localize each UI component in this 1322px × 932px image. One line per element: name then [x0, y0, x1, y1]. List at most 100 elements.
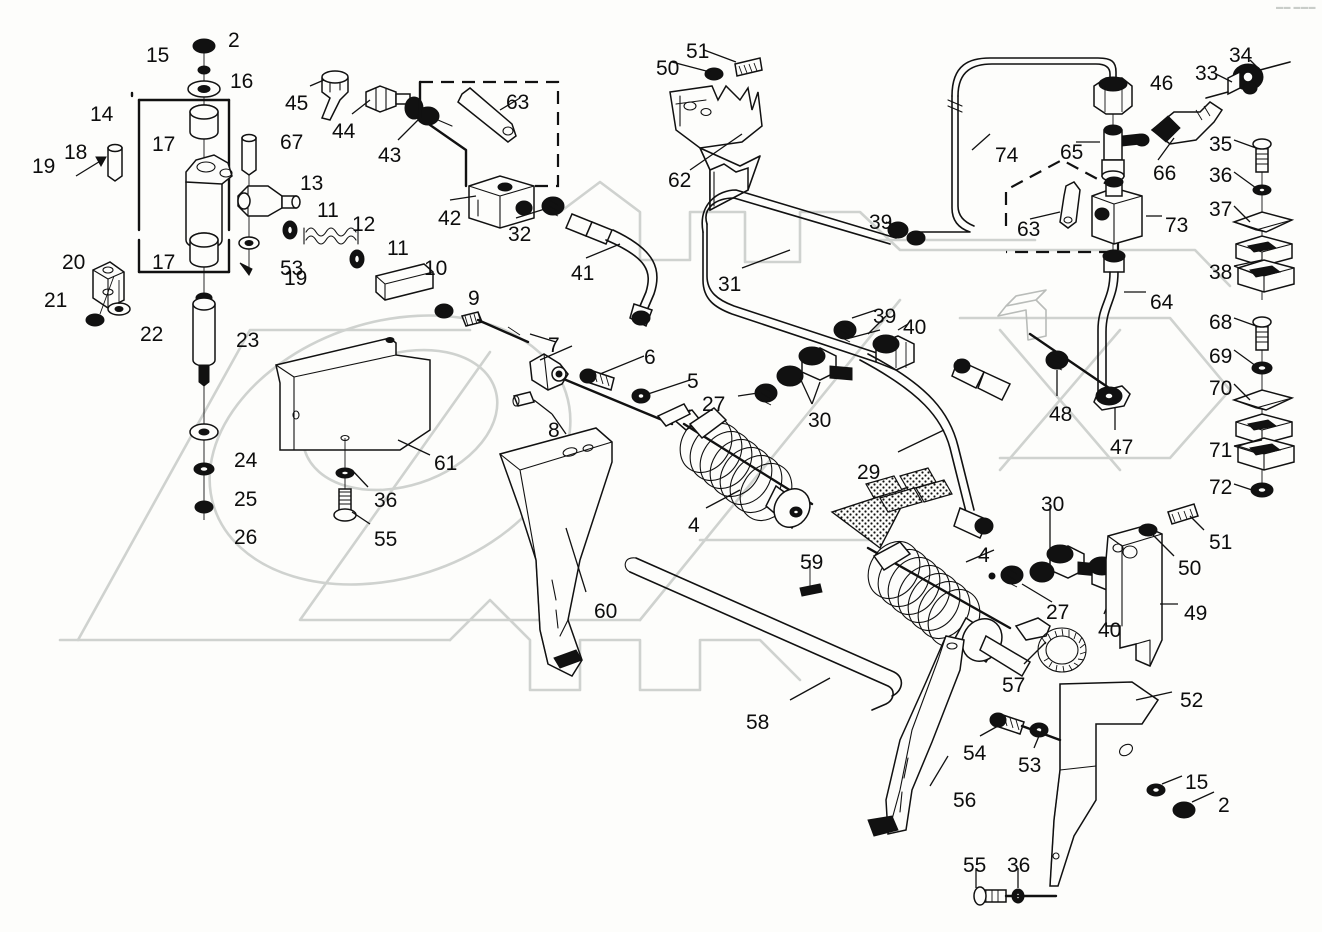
- group-bracket-62: [669, 49, 763, 212]
- callout-22: 22: [140, 323, 164, 346]
- group-tube-74-valve-73: [917, 57, 1224, 393]
- group-stack-68-72: [1231, 316, 1295, 498]
- callout-29: 29: [857, 461, 881, 484]
- callout-74: 74: [995, 144, 1019, 167]
- group-33-34: [1205, 59, 1291, 99]
- callout-30-b: 30: [1041, 493, 1065, 516]
- corner-mark: ▬▬ ▬▬▬: [1276, 4, 1316, 11]
- callout-53-a: 53: [280, 257, 304, 280]
- callout-66: 66: [1153, 162, 1177, 185]
- group-master-cylinder: [75, 38, 454, 520]
- callout-14: 14: [90, 103, 114, 126]
- callout-49: 49: [1184, 602, 1208, 625]
- callout-68: 68: [1209, 311, 1233, 334]
- callout-54: 54: [963, 742, 987, 765]
- group-rod-lower: [866, 506, 1131, 678]
- callout-40-b: 40: [1098, 619, 1122, 642]
- callout-46: 46: [1150, 72, 1174, 95]
- callout-39-a: 39: [869, 211, 893, 234]
- callout-65: 65: [1060, 141, 1084, 164]
- group-guard-61: [275, 337, 431, 525]
- callout-6: 6: [644, 346, 656, 369]
- callout-50-b: 50: [1178, 557, 1202, 580]
- callout-59: 59: [800, 551, 824, 574]
- callout-31: 31: [718, 273, 742, 296]
- callout-7: 7: [548, 334, 560, 357]
- callout-11-b: 11: [387, 237, 409, 260]
- callout-41: 41: [571, 262, 595, 285]
- group-fittings-45-43: [309, 70, 453, 141]
- group-valve-42: [418, 80, 658, 328]
- callout-17-bottom: 17: [152, 251, 176, 274]
- callout-55-a: 55: [374, 528, 398, 551]
- group-shield-52: [973, 681, 1215, 906]
- callout-53-b: 53: [1018, 754, 1042, 777]
- callout-67: 67: [280, 131, 304, 154]
- callout-62: 62: [668, 169, 692, 192]
- callout-32: 32: [508, 223, 532, 246]
- callout-60: 60: [594, 600, 618, 623]
- callout-72: 72: [1209, 476, 1233, 499]
- group-tube-31: [701, 189, 926, 363]
- callout-25: 25: [234, 488, 258, 511]
- callout-11-a: 11: [317, 199, 339, 222]
- callout-63-b: 63: [1017, 218, 1041, 241]
- callout-2-b: 2: [1218, 794, 1230, 817]
- callout-13: 13: [300, 172, 324, 195]
- callout-19-a: 19: [32, 155, 56, 178]
- group-stack-35-38: [1231, 138, 1295, 300]
- callout-56: 56: [953, 789, 977, 812]
- callout-8: 8: [548, 419, 560, 442]
- callout-47: 47: [1110, 436, 1134, 459]
- callout-45: 45: [285, 92, 309, 115]
- group-hose-29: [859, 353, 1012, 539]
- callout-34: 34: [1229, 44, 1253, 67]
- callout-38: 38: [1209, 261, 1233, 284]
- callout-24: 24: [234, 449, 258, 472]
- callout-39-b: 39: [873, 305, 897, 328]
- callout-2: 2: [228, 29, 240, 52]
- callout-20: 20: [62, 251, 86, 274]
- group-bracket-49: [1105, 503, 1205, 667]
- callout-9: 9: [468, 287, 480, 310]
- callout-58: 58: [746, 711, 770, 734]
- callout-57: 57: [1002, 674, 1026, 697]
- callout-73: 73: [1165, 214, 1189, 237]
- callout-27-a: 27: [702, 393, 726, 416]
- callout-51-a: 51: [686, 40, 710, 63]
- watermark-rex: [58, 180, 1232, 692]
- callout-18: 18: [64, 141, 88, 164]
- callout-50-a: 50: [656, 57, 680, 80]
- callout-12: 12: [352, 213, 376, 236]
- callout-48: 48: [1049, 403, 1073, 426]
- callout-21: 21: [44, 289, 68, 312]
- callout-15: 15: [146, 44, 170, 67]
- callout-27-b: 27: [1046, 601, 1070, 624]
- callout-37: 37: [1209, 198, 1233, 221]
- callout-4-a: 4: [688, 514, 700, 537]
- callout-35: 35: [1209, 133, 1233, 156]
- callout-63-a: 63: [506, 91, 530, 114]
- callout-5: 5: [687, 370, 699, 393]
- callout-52: 52: [1180, 689, 1204, 712]
- group-39-40: [833, 309, 915, 371]
- callout-23: 23: [236, 329, 260, 352]
- callout-15-b: 15: [1185, 771, 1209, 794]
- callout-36-a: 36: [374, 489, 398, 512]
- callout-64: 64: [1150, 291, 1174, 314]
- callout-40-a: 40: [903, 316, 927, 339]
- callout-4-b: 4: [978, 544, 990, 567]
- callout-71: 71: [1209, 439, 1233, 462]
- callout-61: 61: [434, 452, 458, 475]
- callout-19-b: 19: [284, 267, 308, 290]
- callout-51-b: 51: [1209, 531, 1233, 554]
- callout-30-a: 30: [808, 409, 832, 432]
- callout-42: 42: [438, 207, 462, 230]
- callout-70: 70: [1209, 377, 1233, 400]
- callout-17-top: 17: [152, 133, 176, 156]
- callout-33: 33: [1195, 62, 1219, 85]
- group-arms: [499, 427, 965, 837]
- decoration-arrow: [799, 467, 953, 597]
